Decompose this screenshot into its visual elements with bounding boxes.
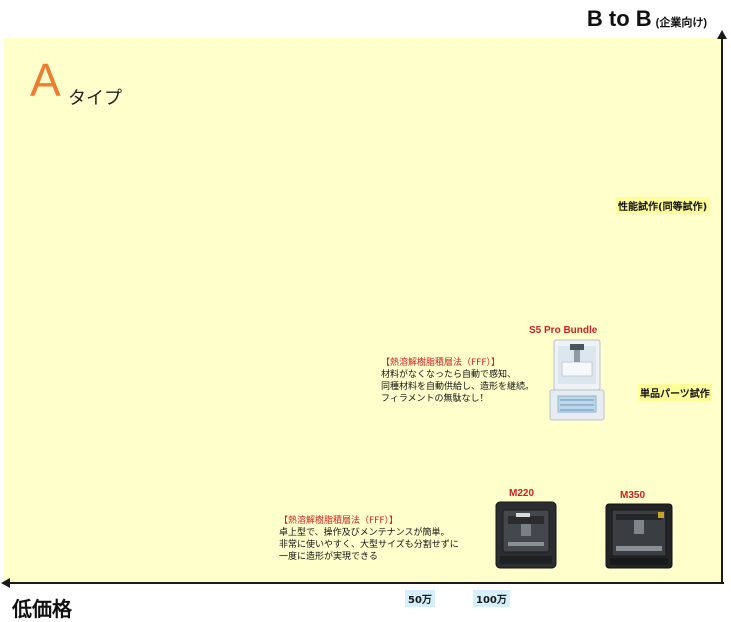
m220-description-line: 非常に使いやすく、大型サイズも分割せずに	[279, 540, 459, 550]
s5-pro-description-line: 材料がなくなったら自動で感知、	[381, 370, 517, 380]
product-name-m350: M350	[620, 490, 646, 501]
product-name-s5-pro-bundle: S5 Pro Bundle	[529, 325, 598, 336]
x-tick-1m: 100万	[473, 590, 510, 607]
m220-description-line: 卓上型で、操作及びメンテナンスが簡単。	[279, 528, 450, 538]
x-axis-line	[8, 582, 724, 584]
m220-description-head: 【熱溶解樹脂積層法（FFF）】	[279, 516, 399, 526]
low-price-label: 低価格	[12, 597, 72, 621]
s5-pro-description: 【熱溶解樹脂積層法（FFF）】 材料がなくなったら自動で感知、 同種材料を自動供…	[381, 357, 534, 405]
b2b-title-main: B to B	[586, 6, 652, 31]
s5-pro-description-head: 【熱溶解樹脂積層法（FFF）】	[381, 358, 501, 368]
x-tick-500k: 50万	[405, 590, 435, 607]
x-axis-arrow-icon	[1, 578, 10, 588]
m350-printer-image	[605, 503, 673, 569]
b2b-title: B to B(企業向け)	[587, 6, 707, 32]
m220-printer-image	[495, 501, 557, 569]
product-name-m220: M220	[509, 488, 535, 499]
y-label-performance-prototype: 性能試作(同等試作)	[616, 197, 710, 214]
s5-pro-description-line: 同種材料を自動供給し、造形を継続。	[381, 382, 535, 392]
s5-pro-bundle-printer-image	[549, 339, 605, 421]
type-suffix: タイプ	[68, 88, 122, 109]
y-axis-arrow-icon	[717, 30, 727, 39]
m220-description: 【熱溶解樹脂積層法（FFF）】 卓上型で、操作及びメンテナンスが簡単。 非常に使…	[279, 515, 459, 563]
y-axis-line	[721, 38, 723, 584]
s5-pro-description-line: フィラメントの無駄なし！	[381, 394, 489, 404]
m220-description-line: 一度に造形が実現できる	[279, 552, 378, 562]
y-label-single-part-prototype: 単品パーツ試作	[638, 384, 712, 401]
type-letter: A	[30, 54, 61, 106]
quadrant-area	[4, 38, 721, 584]
b2b-title-sub: (企業向け)	[655, 17, 707, 29]
